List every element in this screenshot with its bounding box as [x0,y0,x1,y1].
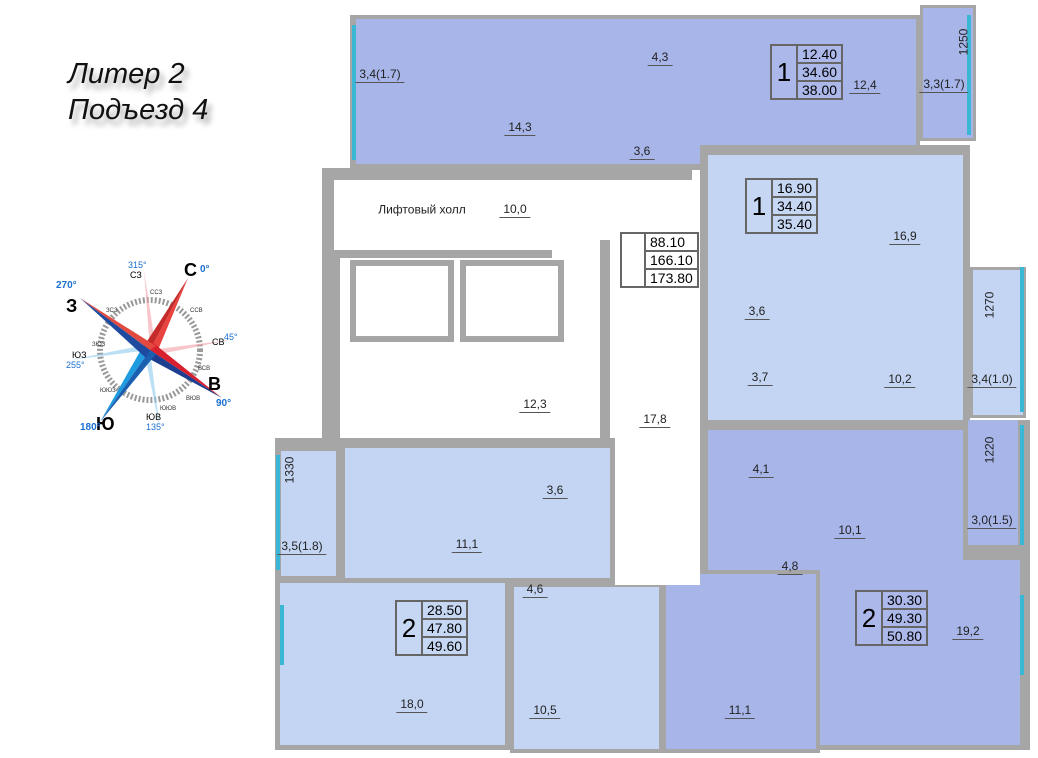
living-area: 12.40 [798,46,842,64]
kitchen-area: 14,3 [504,120,536,136]
compass-e-deg: 90° [216,398,231,409]
compass-south-ray [100,348,150,422]
lift-hall-area: 10,0 [499,202,531,218]
dimension-label: 1330 [282,456,297,484]
compass-sw: ЮЗ [72,350,87,360]
room-area: 12,4 [849,78,881,94]
total-area: 34.40 [773,198,817,216]
total-area-with-balcony: 49.60 [427,638,463,654]
room-area: 11,1 [724,703,756,719]
room-count: 2 [397,602,423,654]
room-area: 16,9 [889,229,921,245]
total-area-with-balcony: 50.80 [887,628,923,644]
compass-nw-deg: 315° [128,260,147,270]
living-area: 30.30 [883,592,927,610]
room-area: 19,2 [952,624,984,640]
hall-area: 3,6 [629,144,655,160]
lift-hall-label: Лифтовый холл [378,202,466,217]
bathroom-area: 4,1 [748,462,774,478]
living-area: 16.90 [773,180,817,198]
compass-w-deg: 270° [56,280,77,291]
hall-area: 4,8 [777,559,803,575]
apartment-1b[interactable] [708,155,963,425]
kitchen-area: 10,1 [834,523,866,539]
compass-ne-deg: 45° [224,332,238,342]
compass-minor: ССВ [190,308,203,314]
entrance-label: Подъезд 4 [68,94,209,126]
room-area: 18,0 [396,697,428,713]
total-area-with-balcony: 35.40 [777,216,813,232]
compass-s: Ю [96,414,115,434]
building-label: Литер 2 [68,58,185,90]
compass-minor: ЗСЗ [106,308,118,314]
compass-west-ray [80,298,150,358]
compass-sw-deg: 255° [66,360,85,370]
room-count: 1 [747,180,773,232]
floor-plan [270,5,1030,753]
compass-ne: СВ [212,337,225,347]
compass-ring [97,297,203,403]
stairs-area: 12,3 [519,397,551,413]
hall-area: 3,6 [744,304,770,320]
compass-n-deg: 0° [200,264,210,275]
balcony-area: 3,0(1.5) [967,513,1017,529]
room-count: 2 [857,592,883,644]
compass-se: ЮВ [146,412,161,422]
total-area: 49.30 [883,610,927,628]
compass-minor: ЮЮЗ [100,388,116,394]
compass-nw: СЗ [130,270,142,280]
dimension-label: 1270 [982,291,997,319]
total-area: 47.80 [423,620,467,638]
compass-minor: ССЗ [150,290,163,296]
compass-minor: ВСВ [198,366,210,372]
kitchen-area: 11,1 [451,537,483,553]
compass-e: В [208,374,221,394]
hall-area: 4,6 [522,582,548,598]
apartment-1a[interactable] [356,19,916,164]
corridor-area: 17,8 [639,412,671,428]
balcony-area: 3,4(1.0) [967,372,1017,388]
total-area-with-balcony: 38.00 [802,82,838,98]
dimension-label: 1250 [956,28,971,56]
compass-rose: С 0° В 90° Ю 180° З 270° СВ 45° ЮВ 135° … [56,260,238,434]
kitchen-area: 10,2 [884,372,916,388]
bathroom-area: 3,6 [542,483,568,499]
summary-value: 88.10 [646,234,697,252]
apartment-2a[interactable] [345,448,610,578]
balcony-area: 3,3(1.7) [919,77,969,93]
total-area: 34.60 [798,64,842,82]
dimension-label: 1220 [982,436,997,464]
living-area: 28.50 [423,602,467,620]
compass-minor-rays [70,270,230,430]
balcony-area: 3,5(1.8) [277,539,327,555]
bathroom-area: 4,3 [647,50,673,66]
room-area: 10,5 [529,703,561,719]
room-count: 1 [772,46,798,98]
compass-w: З [66,296,77,316]
compass-minor: ЗЮЗ [92,342,106,348]
compass-east-ray [150,342,222,398]
bathroom-area: 3,7 [747,370,773,386]
summary-value: 173.80 [650,270,693,286]
compass-s-deg: 180° [80,422,101,433]
balcony-area: 3,4(1.7) [355,67,405,83]
compass-se-deg: 135° [146,422,165,432]
compass-minor: ЮЮВ [160,406,176,412]
summary-value: 166.10 [646,252,697,270]
compass-minor: ВЮВ [186,396,200,402]
compass-n: С [184,260,197,280]
